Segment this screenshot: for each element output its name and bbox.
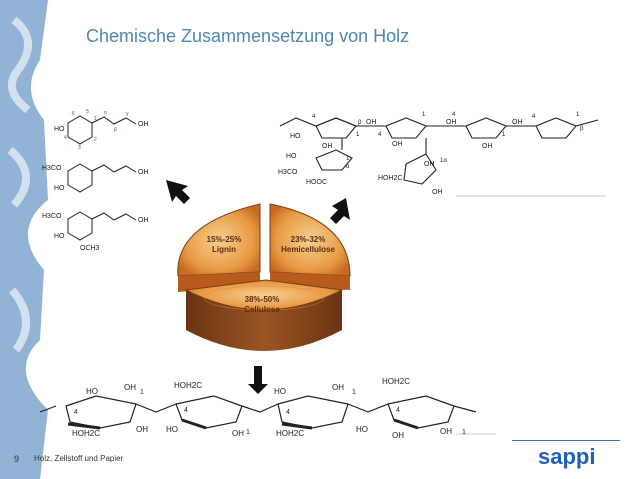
lignin-methoxy-3b: OCH3 <box>80 245 100 252</box>
cell-num-1: 1 <box>140 389 144 396</box>
hemi-label-11: OH <box>424 161 435 168</box>
cell-label-7: HO <box>274 387 286 396</box>
arrow-to-lignin-icon <box>166 180 190 204</box>
lignin-oh-3: OH <box>138 217 149 224</box>
slice-label-range-hemicellulose: 23%-32% <box>291 235 326 244</box>
cell-label-6: HOH2C <box>174 381 202 390</box>
cell-label-12: HOH2C <box>382 377 410 386</box>
lignin-chain-beta: β <box>114 127 117 133</box>
hemi-num-4: 4 <box>452 112 456 118</box>
hemi-label-6: OH <box>512 119 523 126</box>
hemi-label-10: HOH2C <box>378 175 403 182</box>
cell-label-5: OH <box>232 429 244 438</box>
cell-num-2: 4 <box>184 407 188 414</box>
cell-label-10: HO <box>356 425 368 434</box>
lignin-ring-num-2: 2 <box>94 137 97 143</box>
lignin-methoxy-3: H3CO <box>42 213 62 220</box>
hemi-label-9: HOOC <box>306 179 327 186</box>
hemi-label-8: H3CO <box>278 169 298 176</box>
cellulose-structure: HO OH HOH2C OH HO OH HOH2C HO OH HOH2C H… <box>39 377 496 440</box>
slice-label-name-lignin: Lignin <box>212 245 236 254</box>
lignin-methoxy-2: H3CO <box>42 165 62 172</box>
cell-num-5: 1 <box>352 389 356 396</box>
cell-label-1: OH <box>124 383 136 392</box>
page-number: 9 <box>14 454 20 464</box>
lignin-chain-alpha: α <box>104 110 107 116</box>
cell-num-7: 1 <box>462 429 466 436</box>
slice-label-name-cellulose: Cellulose <box>244 305 280 314</box>
lignin-ring-num-3: 3 <box>78 145 81 151</box>
hemi-label-5: OH <box>482 143 493 150</box>
cell-label-13: OH <box>440 427 452 436</box>
cell-label-2: HOH2C <box>72 429 100 438</box>
footer-divider <box>512 440 620 441</box>
hemi-num-0: 4 <box>312 114 316 120</box>
cell-label-9: HOH2C <box>276 429 304 438</box>
lignin-oh-1: OH <box>138 121 149 128</box>
slice-label-range-lignin: 15%-25% <box>207 235 242 244</box>
hemi-num-7: β <box>580 126 584 132</box>
hemi-label-0: OH <box>366 119 377 126</box>
arrow-to-cellulose-icon <box>248 366 268 394</box>
cell-label-4: HO <box>166 425 178 434</box>
hemi-num-9: α <box>346 164 350 170</box>
slice-label-range-cellulose: 38%-50% <box>245 295 280 304</box>
hemi-num-3: 1 <box>422 112 426 118</box>
cell-label-3: OH <box>136 425 148 434</box>
lignin-ring-num-5: 5 <box>86 109 89 115</box>
hemi-label-7: HO <box>290 133 301 140</box>
cell-label-0: HO <box>86 387 98 396</box>
cell-num-4: 4 <box>286 409 290 416</box>
lignin-ho-2: HO <box>54 185 65 192</box>
lignin-chain-gamma: γ <box>126 111 129 117</box>
hemi-label-1: OH <box>392 141 403 148</box>
cell-num-0: 4 <box>74 409 78 416</box>
hemi-num-8: 1 <box>346 156 350 162</box>
arrows <box>166 180 350 394</box>
hemi-label-2: OH <box>446 119 457 126</box>
hemi-num-5: 1 <box>502 132 506 138</box>
slice-lignin <box>177 203 261 277</box>
hemicellulose-structure: OH OH OH HO OH OH OH HO H3CO HOOC HOH2C … <box>278 112 606 197</box>
lignin-ho-3: HO <box>54 233 65 240</box>
hemi-label-12: OH <box>432 189 443 196</box>
sappi-logo: sappi <box>538 444 596 469</box>
hemi-num-2: 4 <box>378 132 382 138</box>
cell-num-6: 4 <box>396 407 400 414</box>
hemi-label-3: HO <box>286 153 297 160</box>
cell-label-8: OH <box>332 383 344 392</box>
hemi-num-10: 1α <box>440 158 447 164</box>
hemi-label-4: OH <box>322 143 333 150</box>
hemi-num-12: 1 <box>576 112 580 118</box>
hemi-num-11: 4 <box>532 114 536 120</box>
brand-watermark-strip <box>0 0 48 479</box>
footer-text: Holz, Zellstoff und Papier <box>34 454 124 463</box>
slice-hemicellulose <box>269 203 351 277</box>
lignin-structures: HO OH 6 5 4 3 2 1 α β γ H3CO HO OH H3CO … <box>42 109 149 252</box>
lignin-oh-2: OH <box>138 169 149 176</box>
arrow-to-hemicellulose-icon <box>330 198 350 224</box>
hemi-num-1: 1 <box>356 132 360 138</box>
slice-label-name-hemicellulose: Hemicellulose <box>281 245 335 254</box>
slide-title: Chemische Zusammensetzung von Holz <box>86 26 410 46</box>
wood-composition-pie-chart: 15%-25% Lignin 23%-32% Hemicellulose 38%… <box>177 203 351 351</box>
lignin-ring-num-4: 4 <box>64 135 67 141</box>
lignin-ring-num-1: 1 <box>94 116 97 122</box>
cell-num-3: 1 <box>246 429 250 436</box>
cell-label-11: OH <box>392 431 404 440</box>
slice-cellulose <box>184 279 344 311</box>
lignin-ho-1: HO <box>54 126 65 133</box>
hemi-num-6: β <box>358 120 362 126</box>
lignin-ring-num-6: 6 <box>72 111 75 117</box>
